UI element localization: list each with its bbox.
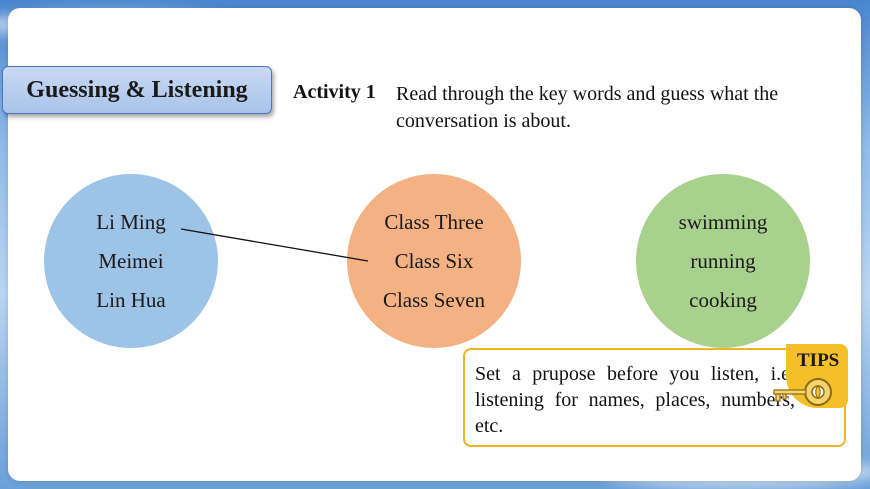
key-icon [773, 378, 832, 406]
tips-text: Set a prupose before you listen, i.e. li… [475, 363, 795, 437]
activity-item-cooking: cooking [689, 288, 757, 312]
tips-label: TIPS [797, 350, 840, 371]
activities-circle: swimming running cooking [636, 174, 810, 348]
slide-title-text: Guessing & Listening [26, 76, 248, 103]
class-item-three: Class Three [384, 210, 484, 234]
name-item-li-ming: Li Ming [96, 210, 166, 234]
class-item-six: Class Six [394, 249, 474, 273]
class-item-seven: Class Seven [382, 288, 486, 312]
slide-title: Guessing & Listening [2, 66, 272, 114]
names-circle: Li Ming Meimei Lin Hua [44, 174, 218, 348]
activity-item-running: running [690, 249, 756, 273]
name-item-lin-hua: Lin Hua [96, 288, 166, 312]
activity-item-swimming: swimming [678, 210, 768, 234]
activity-label: Activity 1 [293, 81, 376, 103]
classes-circle: Class Three Class Six Class Seven [347, 174, 521, 348]
name-item-meimei: Meimei [98, 249, 164, 273]
activity-instruction: Read through the key words and guess wha… [396, 83, 779, 132]
tips-box: Set a prupose before you listen, i.e. li… [463, 348, 846, 447]
